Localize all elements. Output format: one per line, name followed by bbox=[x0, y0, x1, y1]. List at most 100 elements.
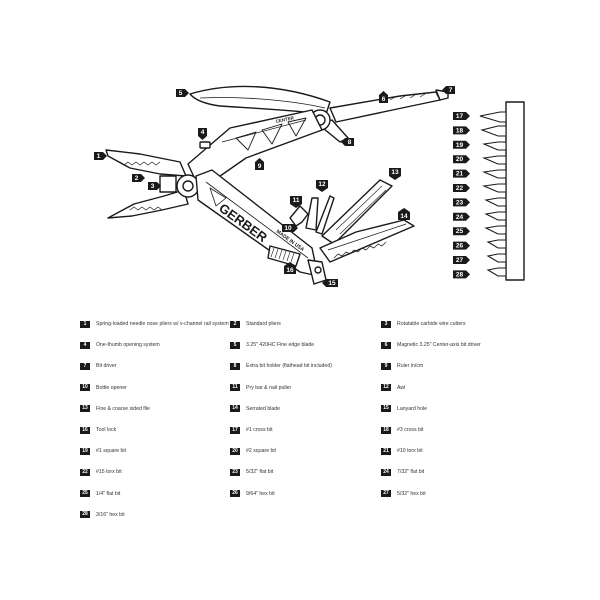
bit-callout-flag bbox=[453, 241, 470, 250]
bit-callout-flag bbox=[453, 169, 470, 178]
callout-flag bbox=[282, 224, 298, 232]
bit-26-shape bbox=[486, 239, 507, 249]
callout-flag bbox=[322, 279, 338, 287]
callout-10: 10 bbox=[282, 224, 298, 232]
callout-number: 9 bbox=[258, 163, 262, 170]
blade-spine bbox=[327, 223, 407, 251]
callout-13: 13 bbox=[389, 168, 401, 180]
callout-5: 5 bbox=[176, 89, 189, 97]
callout-3: 3 bbox=[148, 182, 161, 190]
lower-handle-spine bbox=[205, 181, 309, 259]
callout-flag bbox=[255, 158, 264, 170]
blade-edge-line bbox=[199, 97, 326, 109]
serrated-blade bbox=[319, 219, 415, 263]
callout-flag bbox=[94, 152, 107, 160]
callout-flag bbox=[379, 91, 388, 103]
callout-flag bbox=[442, 86, 455, 94]
bit-callout-24: 24 bbox=[453, 212, 470, 221]
callout-number: 11 bbox=[293, 197, 300, 204]
callout-flag bbox=[132, 174, 145, 182]
bit-callout-flag bbox=[453, 184, 470, 192]
bit-callout-17: 17 bbox=[453, 112, 470, 120]
callout-number: 14 bbox=[400, 213, 408, 220]
callout-number: 10 bbox=[284, 225, 292, 232]
callout-flag bbox=[176, 89, 189, 97]
lower-plier-jaw bbox=[107, 189, 189, 219]
callout-number: 7 bbox=[449, 87, 453, 94]
tool-lock-ridges bbox=[270, 247, 295, 263]
bit-21-shape bbox=[481, 169, 507, 179]
bit-callout-flag bbox=[453, 155, 470, 164]
bit-callout-number: 19 bbox=[456, 142, 464, 149]
wire-cutter bbox=[159, 175, 177, 193]
serration-edge bbox=[333, 241, 387, 259]
callout-flag bbox=[148, 182, 161, 190]
bit-callout-number: 24 bbox=[456, 214, 464, 221]
callout-4: 4 bbox=[198, 128, 207, 140]
pry-bar bbox=[305, 197, 319, 231]
bit-callout-18: 18 bbox=[453, 126, 470, 135]
bit-callout-21: 21 bbox=[453, 169, 470, 178]
bit-callout-number: 22 bbox=[456, 185, 464, 192]
bit-callout-27: 27 bbox=[453, 256, 470, 264]
bit-callout-25: 25 bbox=[453, 227, 470, 236]
callout-number: 1 bbox=[97, 153, 101, 160]
bit-callout-flag bbox=[453, 198, 470, 207]
callout-flag bbox=[389, 168, 401, 180]
bit-callout-26: 26 bbox=[453, 241, 470, 250]
callout-number: 3 bbox=[151, 183, 155, 190]
bit-callout-23: 23 bbox=[453, 198, 470, 207]
bit-22-shape bbox=[481, 183, 507, 193]
callout-number: 6 bbox=[382, 96, 386, 103]
bit-callout-number: 23 bbox=[456, 199, 464, 206]
bit-callout-number: 26 bbox=[456, 243, 464, 250]
bottle-opener bbox=[289, 205, 309, 227]
callout-flag bbox=[198, 128, 207, 140]
bit-callout-28: 28 bbox=[453, 270, 470, 279]
callout-16: 16 bbox=[284, 262, 296, 274]
bit-callout-flag bbox=[453, 212, 470, 221]
callout-number: 15 bbox=[328, 280, 336, 287]
bit-callout-22: 22 bbox=[453, 184, 470, 192]
callout-2: 2 bbox=[132, 174, 145, 182]
bit-20-shape bbox=[481, 155, 507, 165]
bit-holder-rack bbox=[505, 101, 525, 281]
plier-teeth-lower bbox=[129, 206, 163, 211]
bit-callout-flag bbox=[453, 227, 470, 236]
lower-handle-cutouts bbox=[209, 187, 227, 207]
callout-flag bbox=[284, 262, 296, 274]
bit-callout-flag bbox=[453, 112, 470, 120]
callout-7: 7 bbox=[442, 86, 455, 94]
callout-number: 16 bbox=[286, 267, 294, 274]
upper-plier-jaw bbox=[105, 149, 187, 177]
bit-28-shape bbox=[486, 267, 507, 277]
bit-25-shape bbox=[484, 225, 507, 235]
awl bbox=[315, 195, 335, 235]
bit-callout-number: 27 bbox=[456, 257, 464, 264]
thumb-stud bbox=[199, 141, 211, 149]
callout-1: 1 bbox=[94, 152, 107, 160]
callout-12: 12 bbox=[316, 180, 328, 192]
callout-14: 14 bbox=[398, 208, 410, 220]
model-text: CENTER bbox=[275, 115, 295, 124]
bit-24-shape bbox=[484, 211, 507, 221]
callout-6: 6 bbox=[379, 91, 388, 103]
fine-edge-blade bbox=[189, 85, 331, 115]
callout-number: 12 bbox=[318, 181, 326, 188]
bit-callout-number: 21 bbox=[456, 171, 464, 178]
bit-callout-number: 25 bbox=[456, 228, 464, 235]
file-tool bbox=[321, 179, 393, 245]
file-texture bbox=[335, 185, 387, 235]
callout-flag bbox=[341, 138, 354, 146]
bit-callout-flag bbox=[453, 140, 470, 149]
bit-27-shape bbox=[486, 253, 507, 263]
callout-number: 4 bbox=[201, 129, 205, 136]
callout-number: 8 bbox=[348, 139, 352, 146]
callout-number: 13 bbox=[391, 169, 399, 176]
bit-18-shape bbox=[480, 125, 507, 137]
upper-handle-cutouts bbox=[235, 117, 307, 151]
bit-callout-flag bbox=[453, 126, 470, 135]
bit-callout-number: 28 bbox=[456, 271, 464, 278]
callout-11: 11 bbox=[290, 196, 302, 208]
